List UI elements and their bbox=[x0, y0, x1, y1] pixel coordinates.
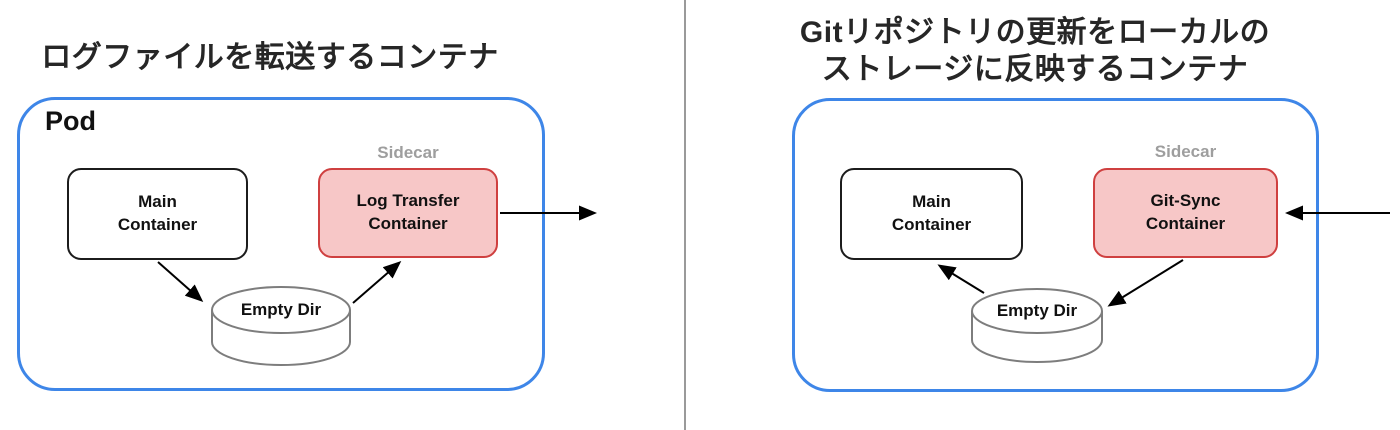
right-sidecar-container-label-line1: Git-Sync bbox=[1150, 191, 1221, 211]
left-emptydir-label: Empty Dir bbox=[240, 300, 322, 319]
left-pod-label: Pod bbox=[45, 106, 96, 136]
left-pod-box bbox=[17, 97, 545, 391]
left-diagram-title: ログファイルを転送するコンテナ bbox=[41, 41, 499, 74]
right-sidecar-label: Sidecar bbox=[1154, 142, 1217, 161]
right-main-container-label-line1: Main bbox=[912, 192, 951, 212]
right-sidecar-container-label-line2: Container bbox=[1145, 214, 1226, 233]
left-sidecar-container-label-line2: Container bbox=[368, 214, 448, 233]
right-diagram-title-line2: ストレージに反映するコンテナ bbox=[821, 52, 1249, 86]
right-main-container-box: Main Container bbox=[840, 168, 1023, 260]
left-main-container-label-line1: Main bbox=[138, 192, 177, 212]
left-main-container-label-line2: Container bbox=[117, 215, 198, 234]
right-diagram-title-line1: Gitリポジトリの更新をローカルの bbox=[799, 16, 1271, 49]
left-sidecar-container-box: Log Transfer Container bbox=[318, 168, 498, 258]
right-pod-box bbox=[792, 98, 1319, 392]
left-sidecar-label: Sidecar bbox=[377, 143, 439, 162]
right-sidecar-container-box: Git-Sync Container bbox=[1093, 168, 1278, 258]
right-emptydir-label: Empty Dir bbox=[996, 301, 1078, 320]
panel-divider bbox=[684, 0, 686, 430]
right-diagram-title: Gitリポジトリの更新をローカルの ストレージに反映するコンテナ bbox=[745, 15, 1325, 88]
right-main-container-label-line2: Container bbox=[891, 215, 972, 234]
left-sidecar-container-label-line1: Log Transfer bbox=[356, 191, 460, 211]
left-main-container-box: Main Container bbox=[67, 168, 248, 260]
